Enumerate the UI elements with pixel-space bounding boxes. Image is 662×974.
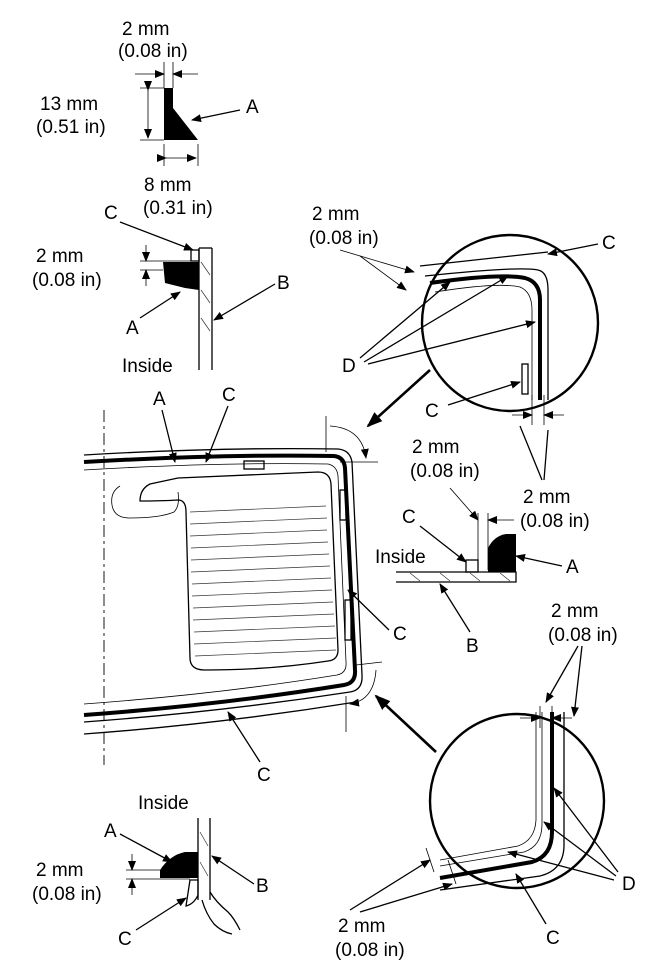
dim-label-2mm: 2 mm xyxy=(122,19,170,40)
dim-label-008in: (0.08 in) xyxy=(410,461,480,482)
dim-label-008in: (0.08 in) xyxy=(520,511,590,532)
dim-label-2mm: 2 mm xyxy=(338,916,386,937)
callout-D: D xyxy=(622,874,636,895)
dim-label-13mm: 13 mm xyxy=(40,94,98,115)
lower-corner-zoom-detail: 2 mm (0.08 in) D C 2 mm (0.08 in) xyxy=(335,601,636,961)
inside-label: Inside xyxy=(375,547,426,568)
dim-label-8mm: 8 mm xyxy=(144,175,192,196)
dim-label-2mm: 2 mm xyxy=(523,487,571,508)
dim-label-051in: (0.51 in) xyxy=(36,117,106,138)
callout-C: C xyxy=(104,203,118,224)
dim-label-008in: (0.08 in) xyxy=(118,41,188,62)
callout-A: A xyxy=(104,821,117,842)
lower-section-detail: Inside A B 2 mm (0.08 in) C xyxy=(32,793,269,950)
callout-C: C xyxy=(425,401,439,422)
callout-B: B xyxy=(277,273,290,294)
callout-A: A xyxy=(126,318,139,339)
dim-label-2mm: 2 mm xyxy=(312,204,360,225)
callout-A: A xyxy=(566,557,579,578)
callout-A: A xyxy=(153,389,166,410)
windshield-main-view: A C C C xyxy=(83,385,407,786)
callout-C: C xyxy=(257,765,271,786)
dim-label-008in: (0.08 in) xyxy=(335,940,405,961)
glass-outline xyxy=(83,447,363,723)
dim-label-2mm: 2 mm xyxy=(36,246,84,267)
dim-label-031in: (0.31 in) xyxy=(143,198,213,219)
upper-corner-zoom-detail: 2 mm (0.08 in) C D C 2 mm (0.08 in) xyxy=(309,204,616,532)
callout-C: C xyxy=(222,385,236,406)
dam-profile-detail: 2 mm (0.08 in) 13 mm (0.51 in) 8 mm (0.3… xyxy=(36,19,259,219)
callout-D: D xyxy=(342,356,356,377)
callout-C: C xyxy=(393,624,407,645)
dim-label-008in: (0.08 in) xyxy=(548,625,618,646)
inside-label: Inside xyxy=(122,356,173,377)
molding-outline xyxy=(83,453,358,717)
dim-label-2mm: 2 mm xyxy=(36,860,84,881)
callout-C: C xyxy=(546,928,560,949)
side-section-detail: 2 mm (0.08 in) C Inside A B xyxy=(375,437,579,657)
callout-C: C xyxy=(118,929,132,950)
callout-C: C xyxy=(602,233,616,254)
dim-label-2mm: 2 mm xyxy=(551,601,599,622)
callout-C: C xyxy=(402,507,416,528)
callout-B: B xyxy=(256,876,269,897)
dim-label-008in: (0.08 in) xyxy=(32,884,102,905)
callout-B: B xyxy=(466,636,479,657)
inside-label: Inside xyxy=(138,793,189,814)
dim-label-2mm: 2 mm xyxy=(412,437,460,458)
dim-label-008in: (0.08 in) xyxy=(309,228,379,249)
dim-label-008in: (0.08 in) xyxy=(32,270,102,291)
callout-A: A xyxy=(246,97,259,118)
dam-profile-shape xyxy=(164,88,198,140)
upper-section-detail: C 2 mm (0.08 in) A B Inside xyxy=(32,203,290,377)
